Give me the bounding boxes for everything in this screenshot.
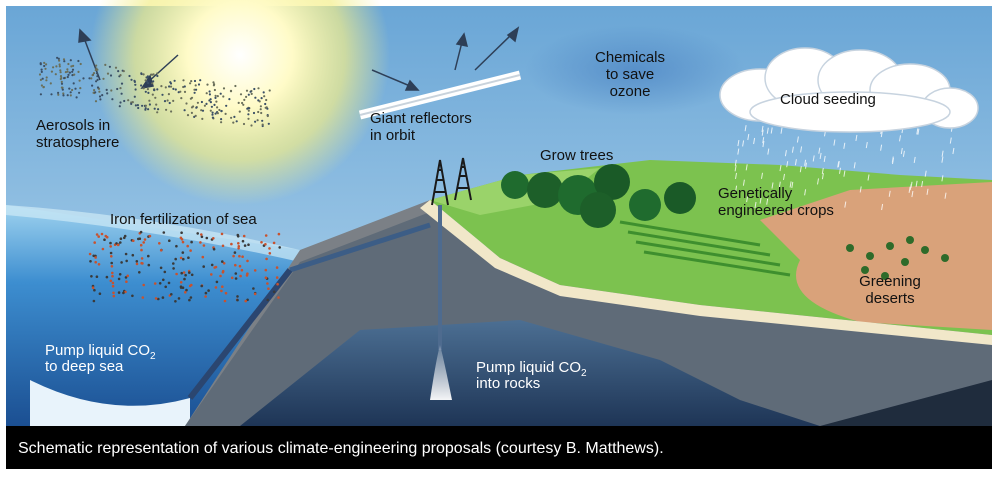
desert-plants (846, 236, 949, 280)
label-cloud-seeding: Cloud seeding (780, 91, 876, 108)
label-aerosols-2: stratosphere (36, 134, 119, 151)
cloud (719, 47, 979, 133)
desert (760, 182, 992, 330)
rock-deep (820, 380, 992, 426)
label-iron-fertilization: Iron fertilization of sea (110, 211, 257, 228)
label-chemicals-2: to save (606, 66, 654, 83)
iron-particles (88, 230, 282, 303)
caption-bar (6, 426, 992, 469)
aerosol-particles (38, 56, 271, 128)
land-edge (420, 200, 992, 345)
rock-reservoir (240, 320, 820, 426)
label-grow-trees: Grow trees (540, 147, 613, 164)
label-deep-sea-1: Pump liquid CO2 (45, 342, 156, 362)
label-crops-1: Genetically (718, 185, 793, 202)
label-chemicals-1: Chemicals (595, 49, 665, 66)
ozone-patch (525, 25, 745, 115)
label-reflectors-1: Giant reflectors (370, 110, 472, 127)
caption: Schematic representation of various clim… (18, 440, 664, 457)
rock-injection (430, 345, 452, 400)
reflector-edge (359, 74, 521, 116)
label-rocks-2: into rocks (476, 375, 540, 392)
sea-surface (6, 205, 300, 262)
label-deserts-1: Greening (859, 273, 921, 290)
crop-rows (619, 220, 791, 277)
trees (501, 164, 696, 228)
rain (734, 125, 955, 211)
label-deserts-2: deserts (865, 290, 914, 307)
drilling-towers (431, 157, 472, 206)
label-deep-sea-2: to deep sea (45, 358, 124, 375)
label-crops-2: engineered crops (718, 202, 834, 219)
co2-pool (30, 380, 190, 426)
sun (90, 0, 390, 205)
label-aerosols-1: Aerosols in (36, 117, 110, 134)
label-reflectors-2: in orbit (370, 127, 416, 144)
label-rocks-1: Pump liquid CO2 (476, 359, 587, 379)
label-chemicals-3: ozone (610, 83, 651, 100)
radiation-arrows (78, 26, 520, 91)
